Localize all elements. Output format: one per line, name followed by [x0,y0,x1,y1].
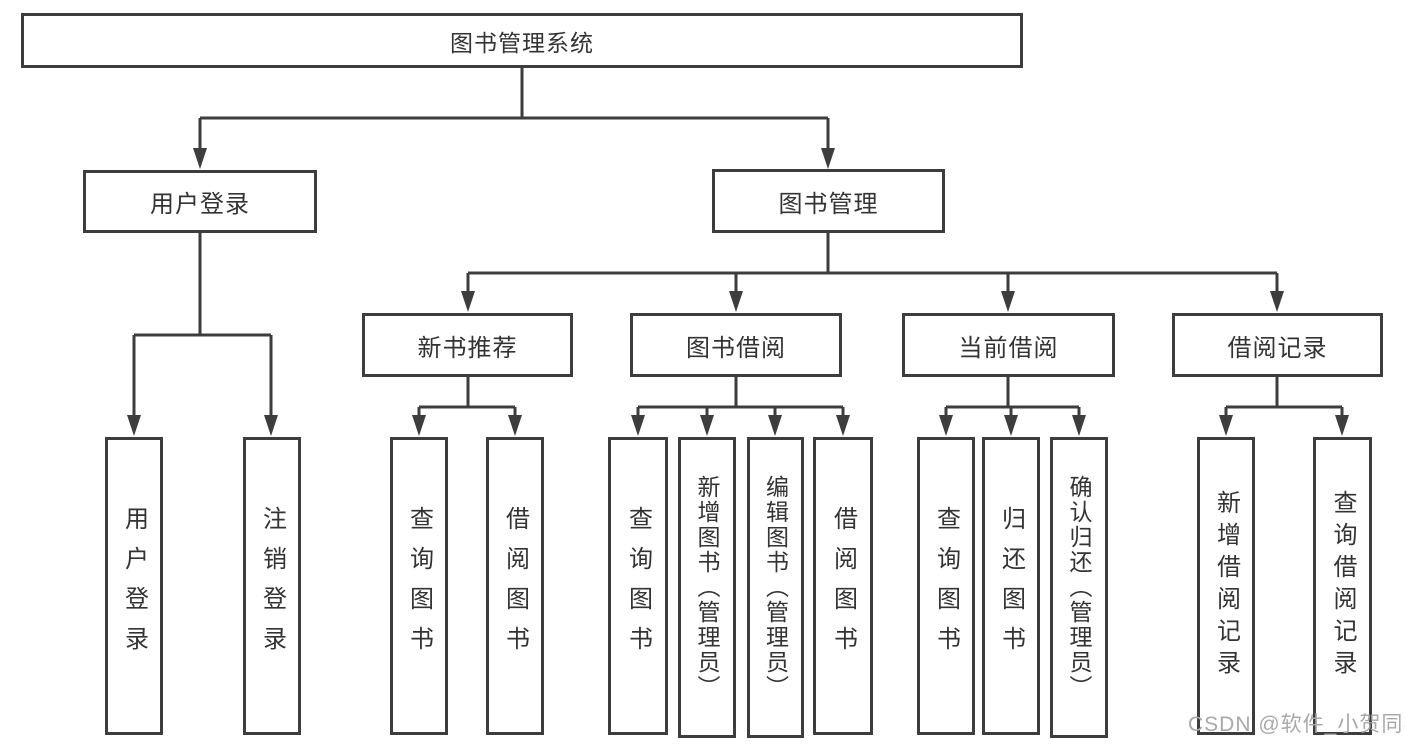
node-current-borrowing: 当前借阅 [902,313,1115,377]
leaf-user-login: 用户登录 [105,437,163,735]
leaf-borrow-books-borrowing: 借阅图书 [813,437,873,735]
tree-edges [132,68,1344,416]
node-user-login: 用户登录 [83,170,317,233]
leaf-query-books-borrowing: 查询图书 [608,437,668,735]
leaf-borrow-books-recommend: 借阅图书 [486,437,544,735]
leaf-confirm-return-admin: 确认归还（管理员） [1050,437,1108,738]
leaf-query-books-recommend: 查询图书 [390,437,448,735]
arrowheads [127,148,1349,436]
leaf-query-books-current: 查询图书 [917,437,975,735]
leaf-add-book-admin: 新增图书（管理员） [678,437,736,738]
csdn-watermark: CSDN @软件_小贺同学 [1188,713,1405,736]
node-borrowing-records: 借阅记录 [1172,313,1383,377]
leaf-return-books: 归还图书 [982,437,1040,735]
leaf-logout: 注销登录 [243,437,301,735]
leaf-query-borrow-record: 查询借阅记录 [1313,437,1372,735]
leaf-add-borrow-record: 新增借阅记录 [1197,437,1255,735]
leaf-edit-book-admin: 编辑图书（管理员） [747,437,804,738]
node-book-borrowing: 图书借阅 [630,313,842,377]
node-library-management-system: 图书管理系统 [21,13,1023,68]
node-new-book-recommendation: 新书推荐 [362,313,573,377]
node-book-management: 图书管理 [712,169,945,233]
